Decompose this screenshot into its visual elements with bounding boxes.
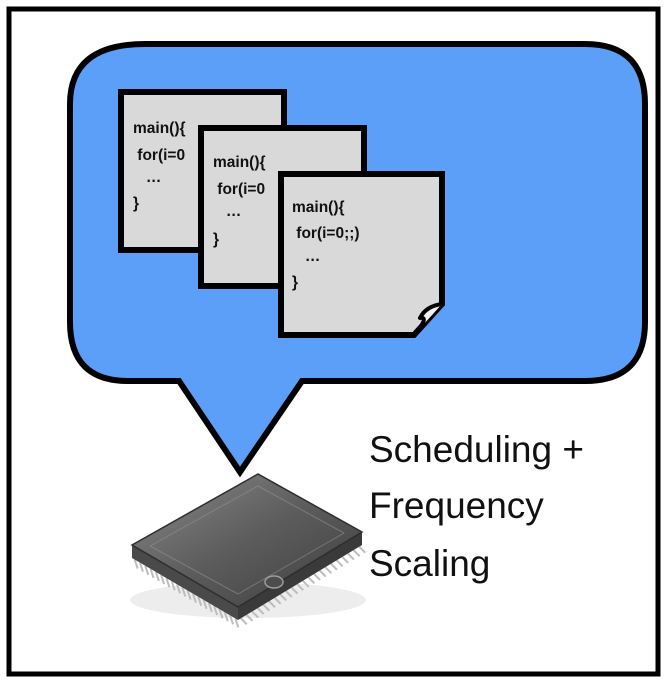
chip-pin xyxy=(144,565,150,576)
page-curl-icon xyxy=(412,302,443,337)
chip-pin xyxy=(268,600,276,608)
chip-pin xyxy=(257,607,265,615)
chip-pin xyxy=(154,571,160,582)
caption-line-2: Frequency xyxy=(369,485,544,526)
chip-pin xyxy=(347,552,355,561)
chip-pin xyxy=(229,615,234,625)
chip-pin xyxy=(202,599,208,610)
chip-pin xyxy=(352,549,361,557)
code-line: for(i=0 xyxy=(133,147,185,164)
chip-pin xyxy=(170,580,176,591)
chip-pin xyxy=(324,566,333,574)
chip-pin xyxy=(186,590,192,600)
chip-pin xyxy=(133,559,139,569)
caption-line-3: Scaling xyxy=(369,543,490,584)
chip-pin xyxy=(149,568,155,579)
chip-pin xyxy=(273,597,282,605)
code-line: main(){ xyxy=(213,154,266,171)
code-line: } xyxy=(292,274,298,291)
code-line: … xyxy=(133,169,161,186)
chip-pin xyxy=(262,603,271,612)
chip-pin xyxy=(218,608,224,619)
cpu-chip-icon xyxy=(130,473,366,628)
code-line: for(i=0;;) xyxy=(292,225,360,242)
code-line: } xyxy=(213,231,219,248)
chip-pin xyxy=(240,617,248,626)
chip-pin xyxy=(279,593,287,602)
chip-pin xyxy=(197,596,203,607)
chip-pin xyxy=(307,576,316,585)
chip-pin xyxy=(251,610,259,619)
chip-pin xyxy=(234,618,240,628)
code-line: for(i=0 xyxy=(213,181,265,198)
chip-pin xyxy=(319,569,327,578)
caption: Scheduling + Frequency Scaling xyxy=(369,429,584,584)
code-line: … xyxy=(292,248,320,265)
chip-pin xyxy=(302,580,310,588)
code-document-3: main(){ for(i=0;;) … } xyxy=(278,171,445,338)
chip-pin xyxy=(358,545,366,554)
code-line: main(){ xyxy=(133,120,186,137)
chip-pin xyxy=(330,563,338,571)
chip-pin xyxy=(213,605,219,616)
caption-line-1: Scheduling + xyxy=(369,429,584,470)
chip-pin xyxy=(341,556,349,564)
chip-pin xyxy=(181,587,187,597)
chip-pin xyxy=(335,559,344,568)
chip-pin xyxy=(296,583,304,591)
code-line: } xyxy=(133,195,139,212)
chip-pin xyxy=(160,574,166,585)
chip-pin xyxy=(290,586,299,595)
code-line: … xyxy=(213,203,241,220)
chip-pin xyxy=(165,577,171,588)
chip-pin xyxy=(176,584,181,594)
code-line: main(){ xyxy=(292,199,345,216)
chip-pin xyxy=(192,593,197,603)
chip-pin xyxy=(285,590,293,598)
chip-pin xyxy=(223,611,229,622)
chip-pin xyxy=(313,573,321,581)
chip-pin xyxy=(245,614,254,622)
chip-pin xyxy=(139,562,144,572)
chip-pin xyxy=(207,602,213,613)
pin-one-marker xyxy=(264,575,284,589)
